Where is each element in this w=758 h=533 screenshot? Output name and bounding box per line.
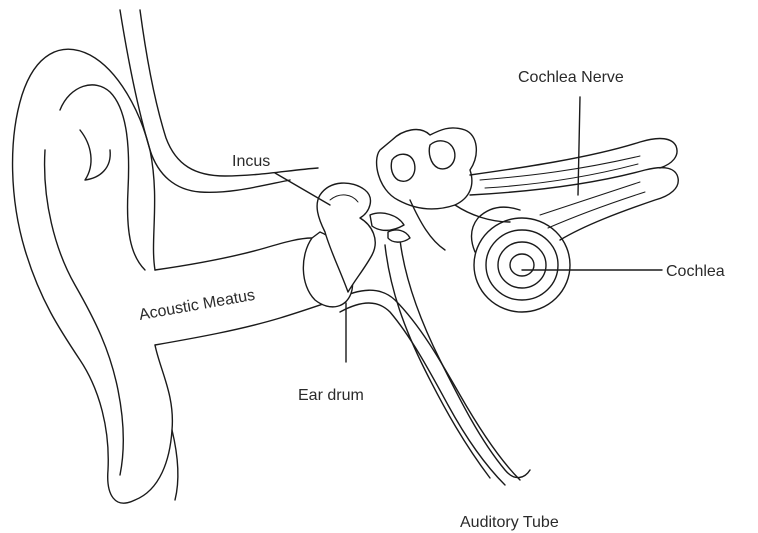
leader-incus [275,173,330,205]
label-cochlea-nerve: Cochlea Nerve [518,69,624,86]
label-cochlea: Cochlea [666,263,725,280]
label-ear-drum: Ear drum [298,387,364,404]
label-auditory-tube: Auditory Tube [460,514,559,531]
label-acoustic-meatus: Acoustic Meatus [138,287,257,324]
head-outline [120,10,318,192]
leader-cochlea-nerve [578,97,580,195]
cochlea-nerve-bundle [470,139,678,240]
cochlea-spiral [472,207,570,312]
outer-ear-pinna [13,49,173,503]
label-incus: Incus [232,153,270,170]
